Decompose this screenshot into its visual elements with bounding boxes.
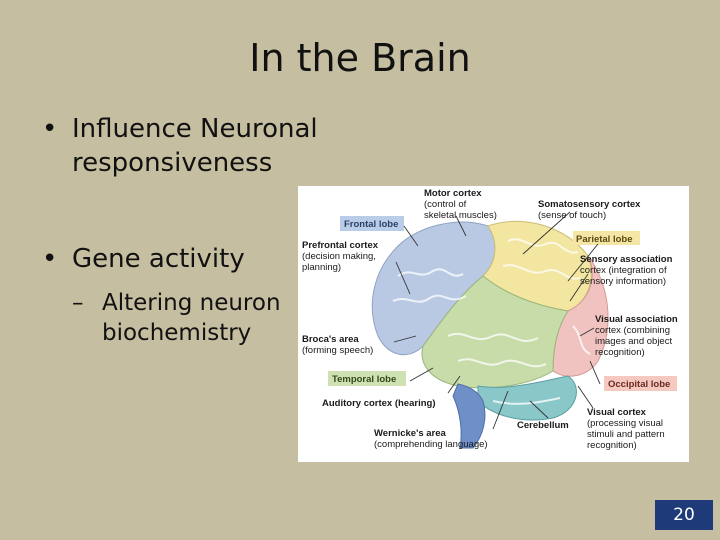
- cortex-folds: [392, 238, 591, 405]
- bullet-text: Influence Neuronal responsiveness: [72, 114, 318, 178]
- bullet-marker: •: [42, 244, 58, 274]
- bullet-marker: •: [42, 114, 58, 144]
- occipital-lobe-label: Occipital lobe: [608, 379, 670, 390]
- bullet-text: Gene activity: [72, 244, 245, 274]
- wernickes-area-label: Wernicke's area (comprehending language): [374, 428, 488, 450]
- sub-bullet-altering: – Altering neuron biochemistry: [72, 288, 302, 348]
- parietal-lobe-label: Parietal lobe: [576, 234, 633, 245]
- motor-cortex-label: Motor cortex (control of skeletal muscle…: [424, 188, 497, 221]
- temporal-lobe-label: Temporal lobe: [332, 374, 396, 385]
- brain-diagram: Frontal lobe Motor cortex (control of sk…: [298, 186, 689, 462]
- visual-association-label: Visual association cortex (combining ima…: [595, 314, 680, 358]
- cerebellum-label: Cerebellum: [517, 420, 569, 431]
- prefrontal-label: Prefrontal cortex (decision making, plan…: [302, 240, 381, 273]
- occipital-lobe-label-bg: [604, 376, 677, 391]
- slide-title: In the Brain: [249, 36, 471, 80]
- sub-bullet-marker: –: [72, 290, 84, 316]
- cerebellum-region: [477, 375, 577, 421]
- sub-bullet-text: Altering neuron biochemistry: [102, 290, 281, 346]
- parietal-lobe-label-bg: [573, 231, 640, 245]
- frontal-lobe-label: Frontal lobe: [344, 219, 398, 230]
- brain-diagram-svg: Frontal lobe Motor cortex (control of sk…: [302, 188, 680, 451]
- brocas-area-label: Broca's area (forming speech): [302, 334, 373, 356]
- frontal-lobe-label-bg: [340, 216, 404, 231]
- bullet-gene-activity: • Gene activity: [42, 242, 292, 276]
- bullet-influence: • Influence Neuronal responsiveness: [42, 112, 332, 180]
- brainstem-region: [452, 383, 486, 449]
- auditory-cortex-label: Auditory cortex (hearing): [322, 398, 436, 409]
- visual-cortex-label: Visual cortex (processing visual stimuli…: [587, 407, 667, 451]
- temporal-lobe-label-bg: [328, 371, 406, 386]
- leader-lines: [393, 211, 601, 430]
- sensory-association-label: Sensory association cortex (integration …: [580, 254, 675, 287]
- somatosensory-label: Somatosensory cortex (sense of touch): [538, 199, 643, 221]
- page-number-badge: 20: [655, 500, 713, 530]
